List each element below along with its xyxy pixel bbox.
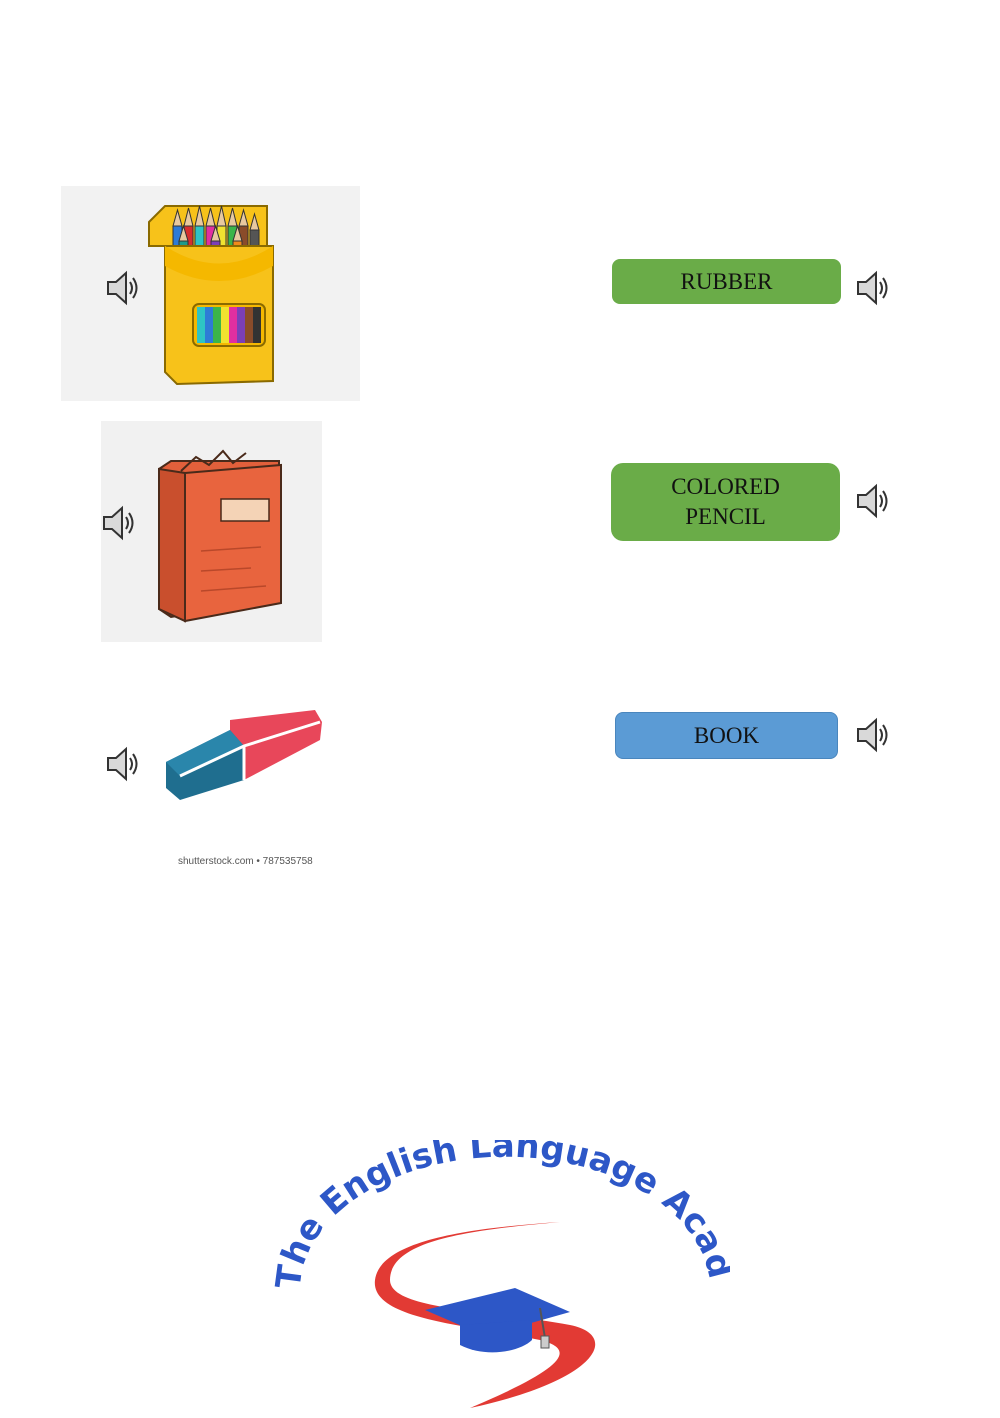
academy-logo: The English Language Academy <box>252 1109 740 1413</box>
rubber-picture <box>166 710 322 800</box>
picture-card-colored-pencils <box>61 186 360 401</box>
speaker-icon[interactable] <box>100 503 140 543</box>
word-button-book[interactable]: BOOK <box>615 712 838 759</box>
word-button-rubber[interactable]: RUBBER <box>612 259 841 304</box>
colored-pencils-box-picture <box>148 205 274 386</box>
speaker-icon[interactable] <box>104 744 144 784</box>
word-button-colored-pencil[interactable]: COLORED PENCIL <box>611 463 840 541</box>
picture-card-rubber <box>160 700 330 810</box>
logo-text: The English Language Academy <box>270 1140 730 1291</box>
picture-card-book <box>101 421 322 642</box>
speaker-icon[interactable] <box>854 481 894 521</box>
speaker-icon[interactable] <box>854 268 894 308</box>
speaker-icon[interactable] <box>854 715 894 755</box>
book-picture <box>158 449 282 623</box>
image-credit: shutterstock.com • 787535758 <box>178 856 313 867</box>
speaker-icon[interactable] <box>104 268 144 308</box>
